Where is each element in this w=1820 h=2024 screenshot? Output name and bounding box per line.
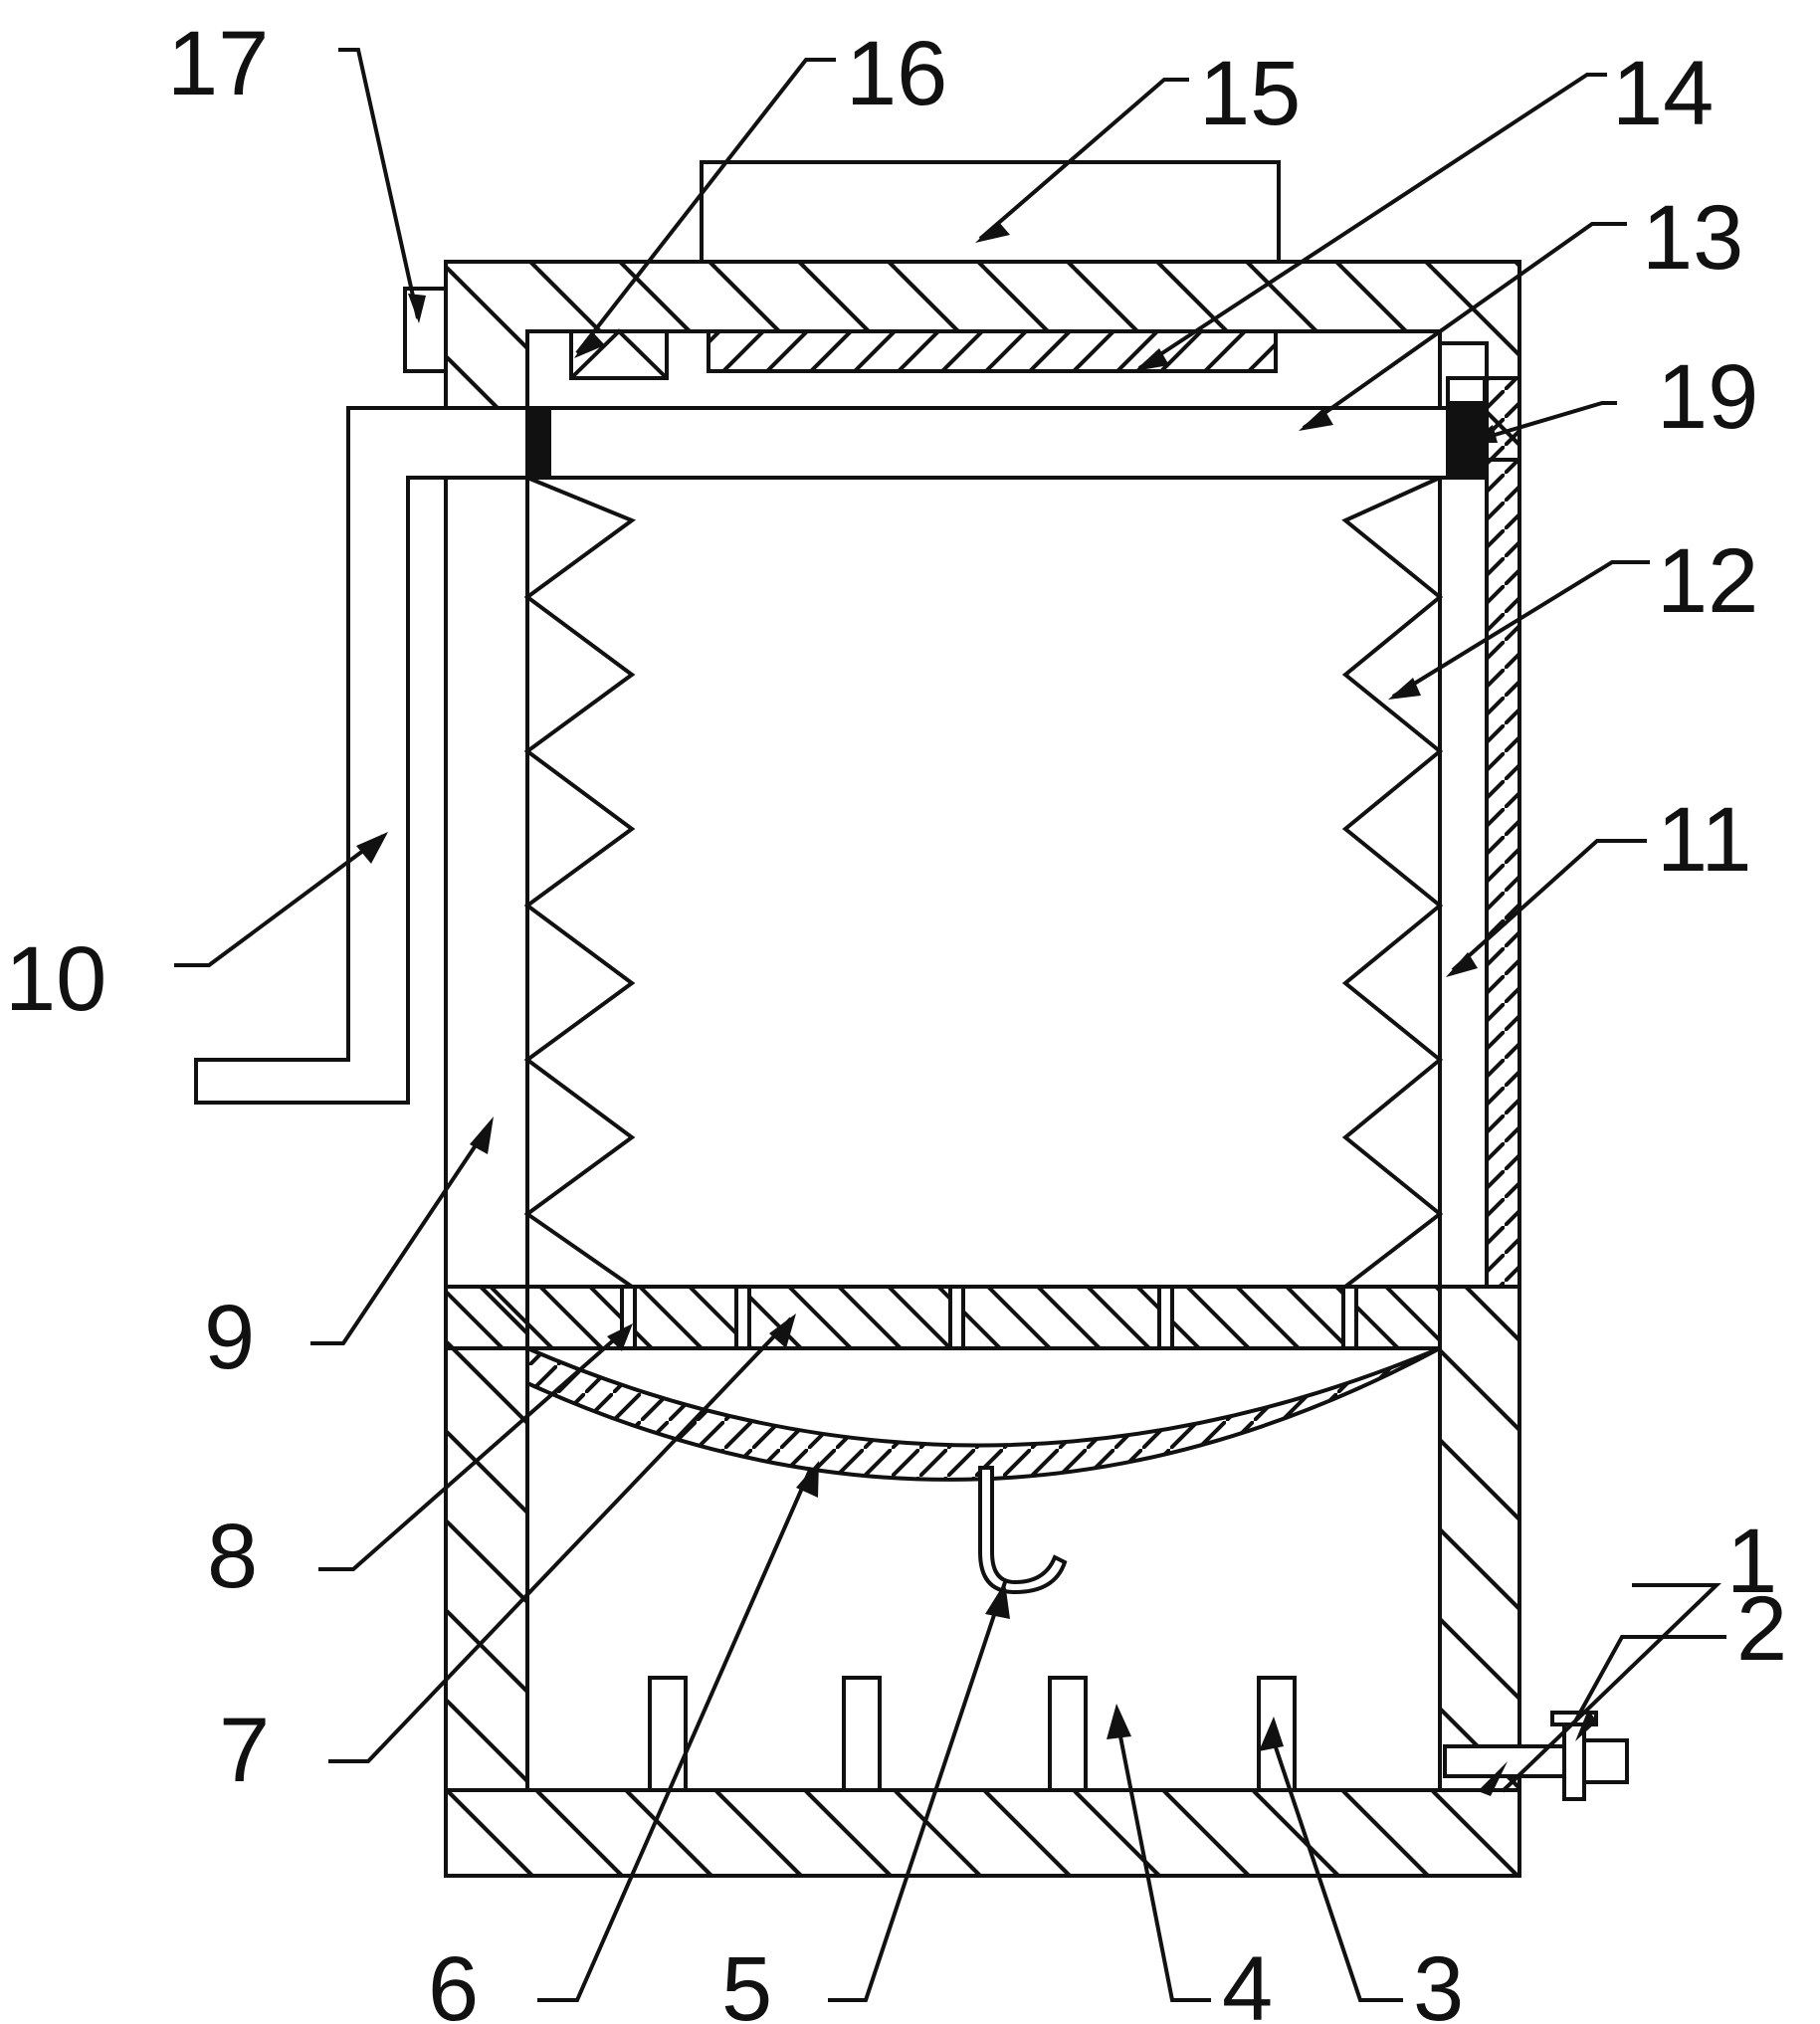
labels: 1 2 3 4 5 6 7 8 9 10 11 12 13 14 15 16 1…	[5, 13, 1787, 2024]
inner-chamber	[525, 329, 1489, 1289]
label-8: 8	[207, 1506, 258, 1607]
label-13: 13	[1642, 187, 1743, 289]
label-6: 6	[428, 1938, 479, 2024]
leader-lines	[174, 48, 1726, 2002]
perforated-plate	[444, 1285, 1442, 1350]
label-5: 5	[721, 1938, 772, 2024]
label-2: 2	[1736, 1578, 1787, 1680]
spring-right	[1341, 476, 1444, 1289]
label-12: 12	[1657, 530, 1758, 632]
label-11: 11	[1657, 789, 1752, 891]
seal-left	[525, 406, 551, 480]
label-14: 14	[1612, 43, 1714, 144]
label-4: 4	[1222, 1938, 1273, 2024]
hook	[978, 1466, 1068, 1595]
curved-sieve	[525, 1344, 1441, 1482]
left-tube	[444, 402, 529, 1287]
label-17: 17	[167, 13, 269, 114]
label-19: 19	[1657, 346, 1758, 448]
label-15: 15	[1199, 43, 1301, 144]
label-1: 1	[1726, 1511, 1777, 1612]
seal-right-cap	[1446, 376, 1487, 405]
small-box	[569, 328, 669, 380]
label-9: 9	[204, 1287, 255, 1388]
spring-left	[523, 476, 637, 1289]
top-plate	[707, 329, 1278, 373]
motor-box	[700, 160, 1281, 264]
label-3: 3	[1413, 1938, 1464, 2024]
arrow-heads	[356, 221, 1597, 1796]
label-16: 16	[846, 23, 947, 124]
label-7: 7	[219, 1700, 270, 1801]
l-pipe	[194, 406, 527, 1105]
label-10: 10	[5, 928, 106, 1030]
